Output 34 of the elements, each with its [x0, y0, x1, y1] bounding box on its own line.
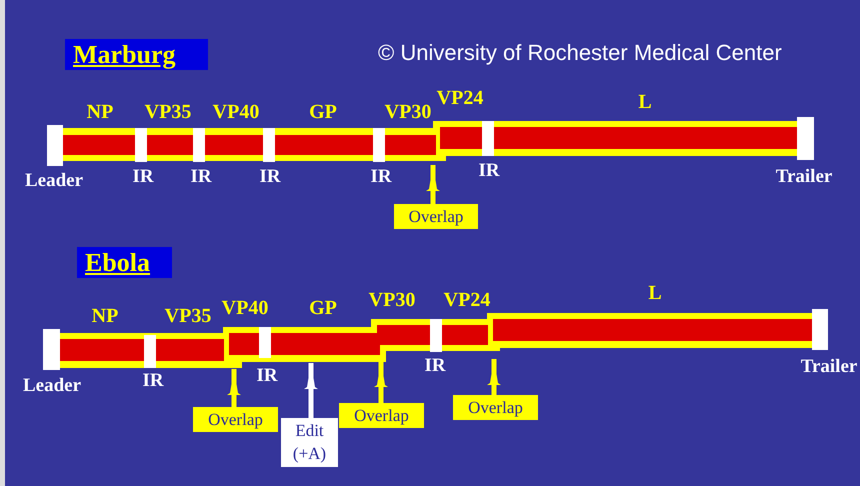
region-label: IR [370, 166, 392, 188]
gene-name: VP35 [164, 306, 212, 326]
gene-name: GP [309, 298, 337, 318]
gene-name: L [638, 92, 652, 112]
region-label: IR [256, 365, 278, 387]
region-label: IR [132, 166, 154, 188]
gene-name: GP [309, 102, 337, 122]
region-label: Trailer [800, 356, 858, 378]
virus-heading: Ebola [77, 247, 172, 278]
edit-label: Edit (+A) [281, 418, 338, 467]
region-label: IR [142, 370, 164, 392]
gene-name: NP [86, 102, 114, 122]
gene-name: L [648, 283, 662, 303]
region-label: Leader [22, 375, 82, 397]
gene-name: VP24 [436, 88, 484, 108]
gene-name: VP30 [384, 102, 432, 122]
gene-name: VP24 [444, 290, 490, 310]
region-label: Trailer [776, 166, 832, 188]
region-label: IR [259, 166, 281, 188]
copyright-notice: © University of Rochester Medical Center [378, 40, 782, 66]
gene-name: VP35 [144, 102, 192, 122]
region-label: IR [424, 355, 446, 377]
overlap-label: Overlap [394, 204, 478, 229]
gene-name: VP40 [212, 102, 260, 122]
overlap-label: Overlap [453, 395, 538, 420]
overlap-label: Overlap [339, 403, 424, 428]
region-label: Leader [24, 170, 84, 192]
gene-name: VP30 [368, 290, 416, 310]
region-label: IR [190, 166, 212, 188]
gene-name: VP40 [222, 298, 268, 318]
gene-name: NP [92, 306, 118, 326]
virus-heading: Marburg [65, 39, 208, 70]
overlap-label: Overlap [193, 407, 278, 432]
region-label: IR [478, 160, 500, 182]
